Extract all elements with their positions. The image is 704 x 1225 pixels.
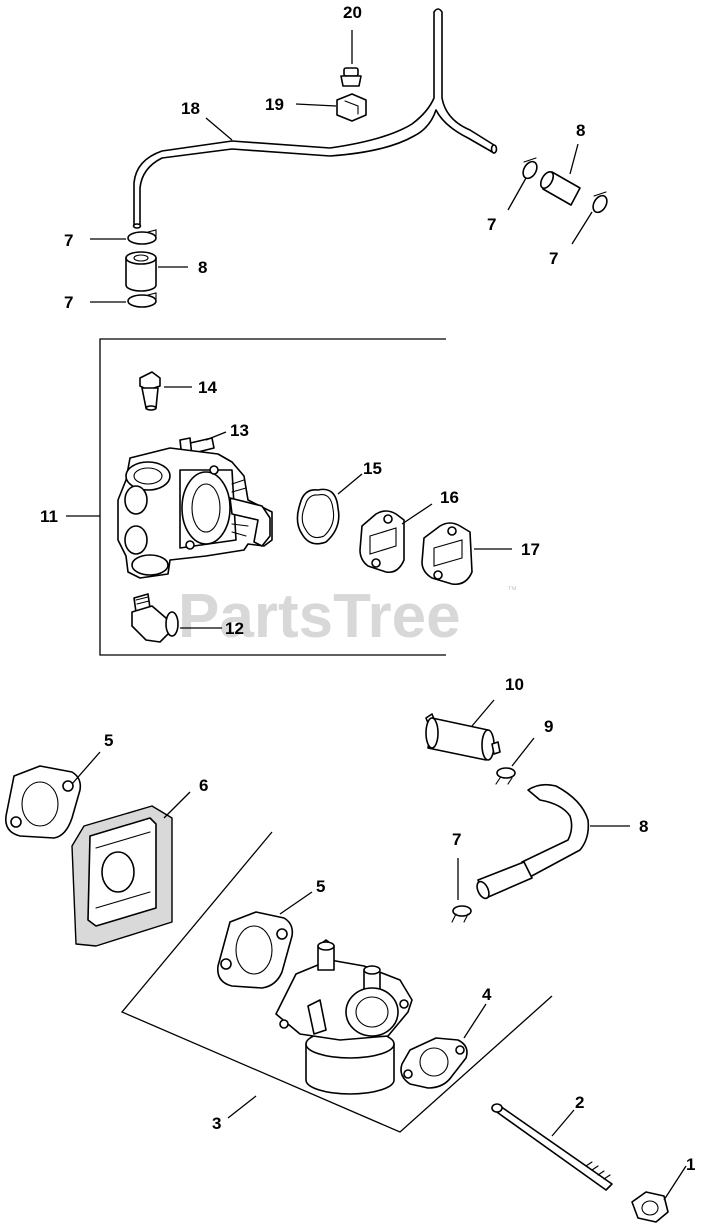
part-18-fuel-line[interactable] [132,8,498,229]
part-7-clamp-upper-left[interactable] [520,157,539,181]
callout-6: 6 [199,776,208,795]
callout-8-lower: 8 [639,817,648,836]
callout-18: 18 [181,99,200,118]
part-12-elbow-fitting[interactable] [131,593,179,643]
part-3-carburetor[interactable] [275,939,413,1095]
part-8-hose-upper[interactable] [538,170,581,206]
callout-12: 12 [225,619,244,638]
callout-7-upper-right-b: 7 [549,249,558,268]
callout-7-left-top: 7 [64,231,73,250]
callout-7-upper-right-a: 7 [487,215,496,234]
part-19-clip[interactable] [336,93,367,122]
fuel-pump-kit-bracket [99,338,446,656]
callout-5-left: 5 [104,731,113,750]
callout-2: 2 [575,1093,584,1112]
callout-15: 15 [363,459,382,478]
part-17-gasket[interactable] [421,522,473,586]
part-14-fitting[interactable] [139,371,161,411]
callout-3: 3 [212,1114,221,1133]
part-15-gasket-ring[interactable] [296,488,340,545]
callout-10: 10 [505,675,524,694]
callout-7-lower: 7 [452,830,461,849]
callout-1: 1 [686,1155,695,1174]
part-7-clamp-lower[interactable] [451,905,472,923]
part-20-fitting[interactable] [340,67,362,87]
part-11-fuel-pump[interactable] [117,447,273,579]
part-10-fuel-filter[interactable] [425,713,501,761]
part-9-clamp[interactable] [495,767,516,785]
part-2-stud[interactable] [491,1103,613,1191]
part-16-gasket[interactable] [359,510,405,574]
callout-20: 20 [343,3,362,22]
callout-4: 4 [482,985,492,1004]
callout-16: 16 [440,488,459,507]
partstree-watermark: PartsTree [178,582,461,651]
callout-7-left-bottom: 7 [64,293,73,312]
part-7-clamp-upper-right[interactable] [590,191,609,215]
part-5-gasket-center[interactable] [216,911,294,989]
trademark-symbol: ™ [507,585,517,596]
part-4-gasket[interactable] [400,1037,468,1089]
part-1-nut[interactable] [631,1191,669,1223]
part-5-gasket-left[interactable] [4,765,82,839]
callout-8-left: 8 [198,258,207,277]
part-8-hose-left[interactable] [125,251,157,292]
callout-19: 19 [265,95,284,114]
callout-13: 13 [230,421,249,440]
callout-17: 17 [521,540,540,559]
callout-5-center: 5 [316,877,325,896]
part-8-hose-lower[interactable] [475,783,590,901]
callout-9: 9 [544,717,553,736]
part-7-clamp-left-top[interactable] [127,229,157,245]
callout-11: 11 [40,507,58,526]
part-7-clamp-left-bottom[interactable] [127,292,157,308]
carburetor-kit-bracket [120,831,553,1133]
callout-14: 14 [198,378,217,397]
part-6-heat-shield[interactable] [71,805,173,947]
callout-8-upper-right: 8 [576,121,585,140]
